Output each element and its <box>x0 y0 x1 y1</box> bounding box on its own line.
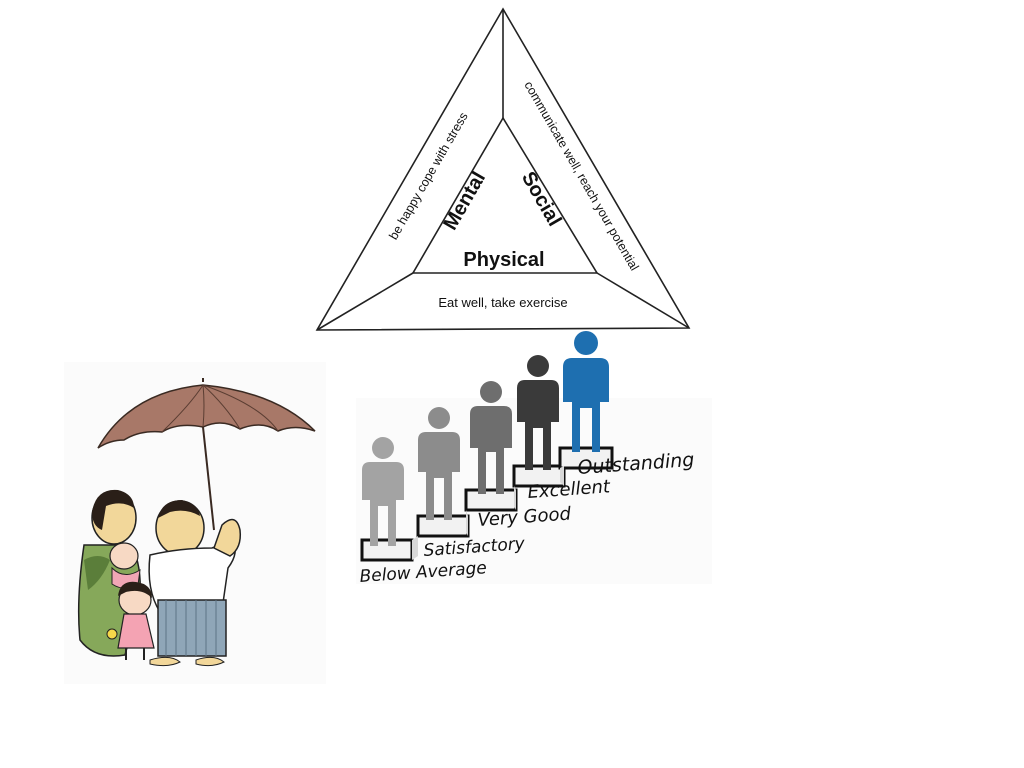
umbrella-icon <box>97 378 316 531</box>
health-triangle: Mental Social Physical be happy cope wit… <box>315 7 691 331</box>
performance-steps: Below Average Satisfactory Very Good Exc… <box>356 331 712 587</box>
figure-satisfactory <box>418 407 460 520</box>
physical-label: Physical <box>463 249 544 271</box>
girl-figure <box>106 581 155 660</box>
step-1 <box>360 538 414 562</box>
family-umbrella-illustration <box>64 362 326 684</box>
divider-right <box>596 272 690 329</box>
figure-excellent <box>517 355 559 470</box>
figure-very-good <box>470 381 512 494</box>
physical-description: Eat well, take exercise <box>438 295 567 310</box>
step-2 <box>416 514 470 538</box>
inner-triangle <box>411 116 599 274</box>
figure-below-average <box>362 437 404 546</box>
man-figure <box>148 500 242 667</box>
divider-left <box>316 272 414 331</box>
figure-outstanding <box>563 331 609 452</box>
